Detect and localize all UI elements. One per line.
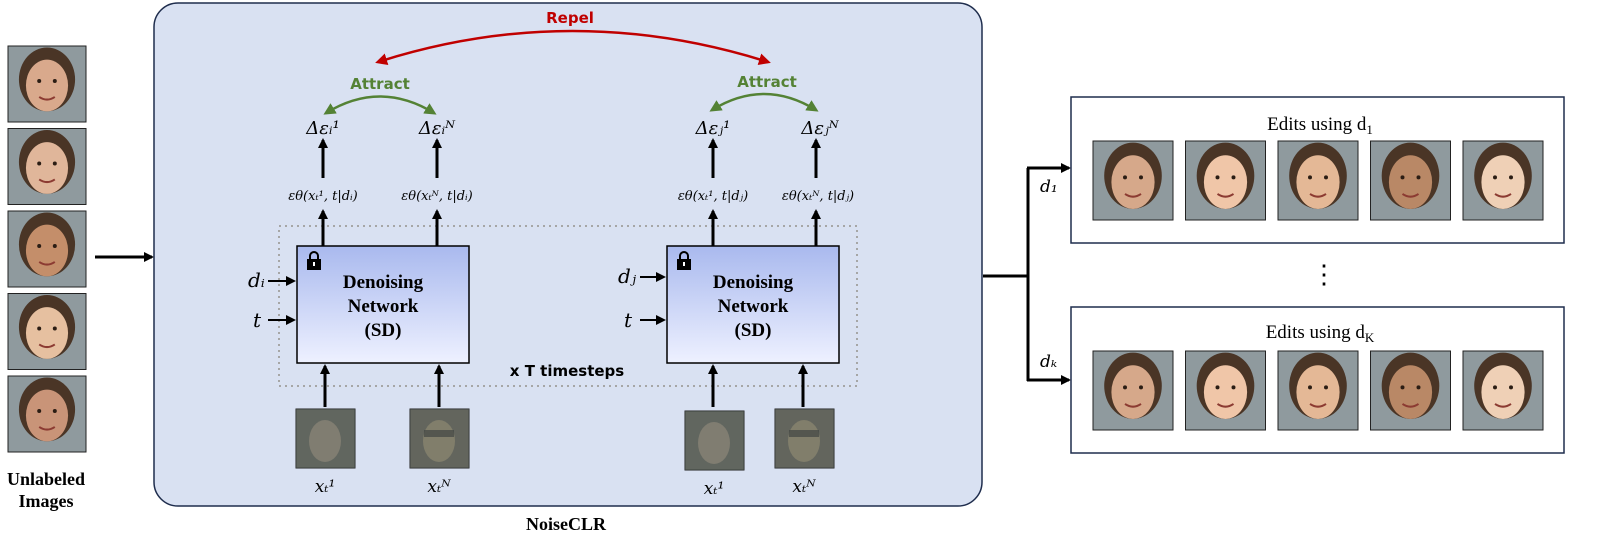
delta-eps-1: Δεⱼ¹: [695, 118, 731, 139]
noise-pred-1: εθ(xₜ¹, t|dⱼ): [678, 189, 748, 204]
ellipsis: ⋮: [1311, 260, 1337, 289]
network-title-line1: Denoising: [343, 272, 424, 293]
timesteps-region: [278, 225, 858, 387]
edit-photo: [1185, 350, 1266, 431]
denoising-network-box: [666, 245, 840, 364]
edits-title: Edits using d1: [1267, 114, 1373, 137]
timesteps-label: x T timesteps: [510, 362, 624, 380]
denoising-network-box: [296, 245, 470, 364]
noise-pred-1: εθ(xₜ¹, t|dᵢ): [288, 189, 358, 204]
branch-label-d1: d₁: [1040, 177, 1058, 197]
lock-icon: [677, 251, 691, 270]
network-title-line3: (SD): [735, 320, 772, 341]
network-i: Denoising Network (SD) dᵢ t εθ(xₜ¹, t|dᵢ…: [248, 118, 473, 497]
edit-photo: [1370, 140, 1451, 221]
branch-label-dk: dₖ: [1040, 352, 1057, 372]
cond-input-label: dᵢ: [248, 268, 265, 292]
delta-eps-n: Δεᵢᴺ: [418, 118, 456, 139]
edits-title: Edits using dK: [1266, 322, 1375, 345]
repel-arrow: [375, 29, 771, 66]
edit-photo: [1277, 350, 1359, 431]
input-photo: [7, 293, 87, 370]
edits-panel-d1: Edits using d1: [1070, 96, 1565, 244]
edit-photo: [1462, 140, 1544, 221]
time-input-label: t: [253, 308, 262, 332]
attract-label-right: Attract: [737, 73, 797, 91]
edit-photo: [1370, 350, 1451, 431]
attract-arrow-right: [709, 92, 819, 112]
noise-pred-n: εθ(xₜᴺ, t|dᵢ): [401, 189, 472, 204]
delta-eps-1: Δεᵢ¹: [305, 118, 340, 139]
noiseclr-box: [153, 2, 983, 507]
noisy-label-n: xₜᴺ: [427, 477, 451, 497]
cond-input-label: dⱼ: [618, 264, 637, 288]
delta-eps-n: Δεⱼᴺ: [800, 118, 839, 139]
lock-icon: [307, 251, 321, 270]
output-branches: d₁ dₖ: [983, 163, 1071, 385]
noisy-label-1: xₜ¹: [315, 477, 336, 497]
edit-photo: [1277, 140, 1359, 221]
network-title-line1: Denoising: [713, 272, 794, 293]
network-j: Denoising Network (SD) dⱼ t εθ(xₜ¹, t|dⱼ…: [618, 118, 854, 499]
input-photo-stack: [7, 45, 87, 453]
edit-image-row: [1092, 350, 1544, 431]
noisy-label-1: xₜ¹: [704, 479, 725, 499]
network-title-line2: Network: [348, 296, 419, 317]
edit-photo: [1092, 350, 1174, 431]
attract-label-left: Attract: [350, 75, 410, 93]
edit-photo: [1092, 140, 1174, 221]
network-title-line2: Network: [718, 296, 789, 317]
edit-image-row: [1092, 140, 1544, 221]
noisy-image-1: [295, 408, 356, 469]
noiseclr-label: NoiseCLR: [526, 514, 607, 534]
edit-photo: [1185, 140, 1266, 221]
input-photo: [7, 210, 87, 288]
input-photo: [7, 45, 87, 123]
edit-photo: [1462, 350, 1544, 431]
edits-panel-dk: Edits using dK: [1070, 306, 1565, 454]
unlabeled-caption-line2: Images: [19, 491, 74, 511]
attract-arrow-left: [323, 95, 437, 115]
noisy-image-1: [684, 410, 745, 471]
time-input-label: t: [624, 308, 633, 332]
unlabeled-images: Unlabeled Images: [7, 45, 87, 511]
noisy-image-n: [774, 408, 835, 469]
noisy-image-n: [409, 408, 470, 469]
unlabeled-caption-line1: Unlabeled: [7, 469, 85, 489]
input-photo: [7, 128, 87, 205]
input-photo: [7, 375, 87, 453]
repel-label: Repel: [546, 9, 594, 27]
noisy-label-n: xₜᴺ: [792, 477, 816, 497]
network-title-line3: (SD): [365, 320, 402, 341]
noise-pred-n: εθ(xₜᴺ, t|dⱼ): [782, 189, 854, 204]
